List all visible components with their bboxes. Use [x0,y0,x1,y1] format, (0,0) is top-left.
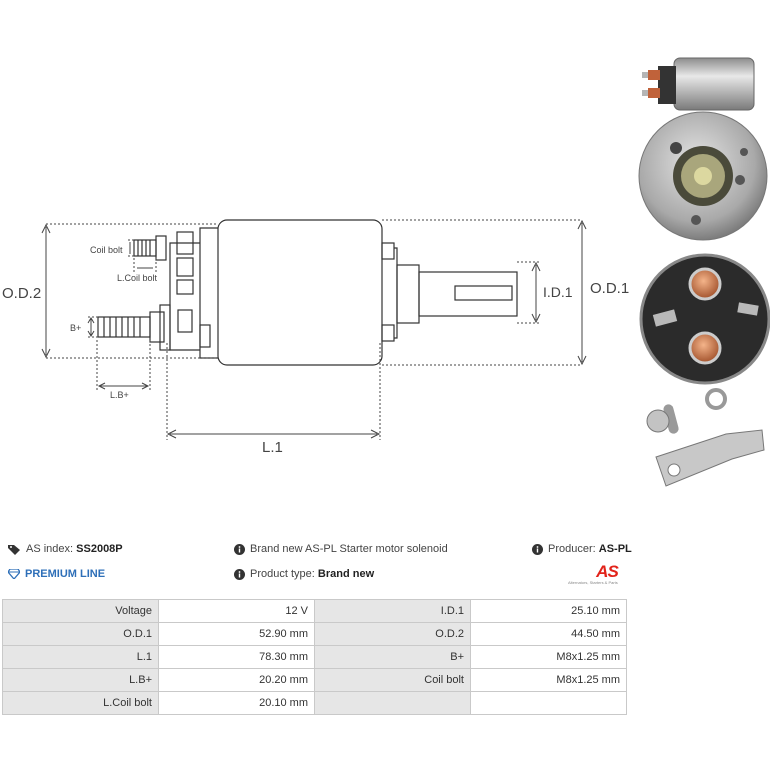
plunger [396,264,518,324]
spec-value: 52.90 mm [158,622,315,646]
solenoid-rear-housing [199,227,218,359]
product-type-value: Brand new [317,568,375,580]
lbplus-label: L.B+ [110,390,129,400]
spec-value: M8x1.25 mm [470,645,627,669]
product-type-label: Product type: [250,568,315,580]
as-pl-logo: AS Alternators, Starters & Parts [568,562,619,585]
as-index: AS index: SS2008P [8,543,123,555]
solenoid-side-photo [642,57,755,111]
od2-label: O.D.2 [2,285,41,302]
spec-value: M8x1.25 mm [470,668,627,692]
spec-label: L.1 [2,645,159,669]
spec-label: L.Coil bolt [2,691,159,715]
info-icon [234,543,245,555]
description-text: Brand new AS-PL Starter motor solenoid [250,543,448,555]
premium-line-text: PREMIUM LINE [25,568,106,580]
solenoid-front-photo [638,111,768,241]
accessories-photo [646,388,765,487]
spec-label: I.D.1 [314,599,471,623]
info-icon [532,543,543,555]
producer-label: Producer: [548,543,596,555]
l-coil-bolt-label: L.Coil bolt [117,273,158,283]
producer: Producer: AS-PL [532,543,632,555]
producer-value: AS-PL [598,543,632,555]
tag-icon [8,544,21,555]
solenoid-terminal-photo [639,253,770,385]
spec-value: 20.10 mm [158,691,315,715]
product-photos [638,57,770,487]
od1-label: O.D.1 [590,280,629,297]
solenoid-body [217,219,383,366]
bplus-label: B+ [70,323,81,333]
spec-label: O.D.1 [2,622,159,646]
spec-value: 78.30 mm [158,645,315,669]
info-icon [234,568,245,580]
logo-text: AS [596,562,619,581]
spec-value: 20.20 mm [158,668,315,692]
coil-bolt-thread [133,235,167,261]
spec-label: B+ [314,645,471,669]
as-index-value: SS2008P [76,543,123,555]
as-index-label: AS index: [26,543,74,555]
premium-line-badge: PREMIUM LINE [8,568,105,580]
product-info: AS index: SS2008P PREMIUM LINE Brand new… [0,543,640,593]
coil-bolt-label: Coil bolt [90,245,123,255]
spec-value [470,691,627,715]
spec-label: Voltage [2,599,159,623]
spec-value: 44.50 mm [470,622,627,646]
spec-label: O.D.2 [314,622,471,646]
product-type: Product type: Brand new [234,568,374,580]
product-description: Brand new AS-PL Starter motor solenoid [234,543,448,555]
spec-label: L.B+ [2,668,159,692]
bplus-bolt-thread [97,311,165,343]
spec-value: 25.10 mm [470,599,627,623]
technical-drawing: O.D.2 O.D.1 I.D.1 L.1 L.B+ Coil bolt L.C… [2,219,629,456]
l1-label: L.1 [262,439,283,456]
spec-label [314,691,471,715]
diamond-icon [8,569,20,579]
id1-label: I.D.1 [543,284,573,300]
spec-label: Coil bolt [314,668,471,692]
logo-subtext: Alternators, Starters & Parts [568,580,618,585]
spec-value: 12 V [158,599,315,623]
